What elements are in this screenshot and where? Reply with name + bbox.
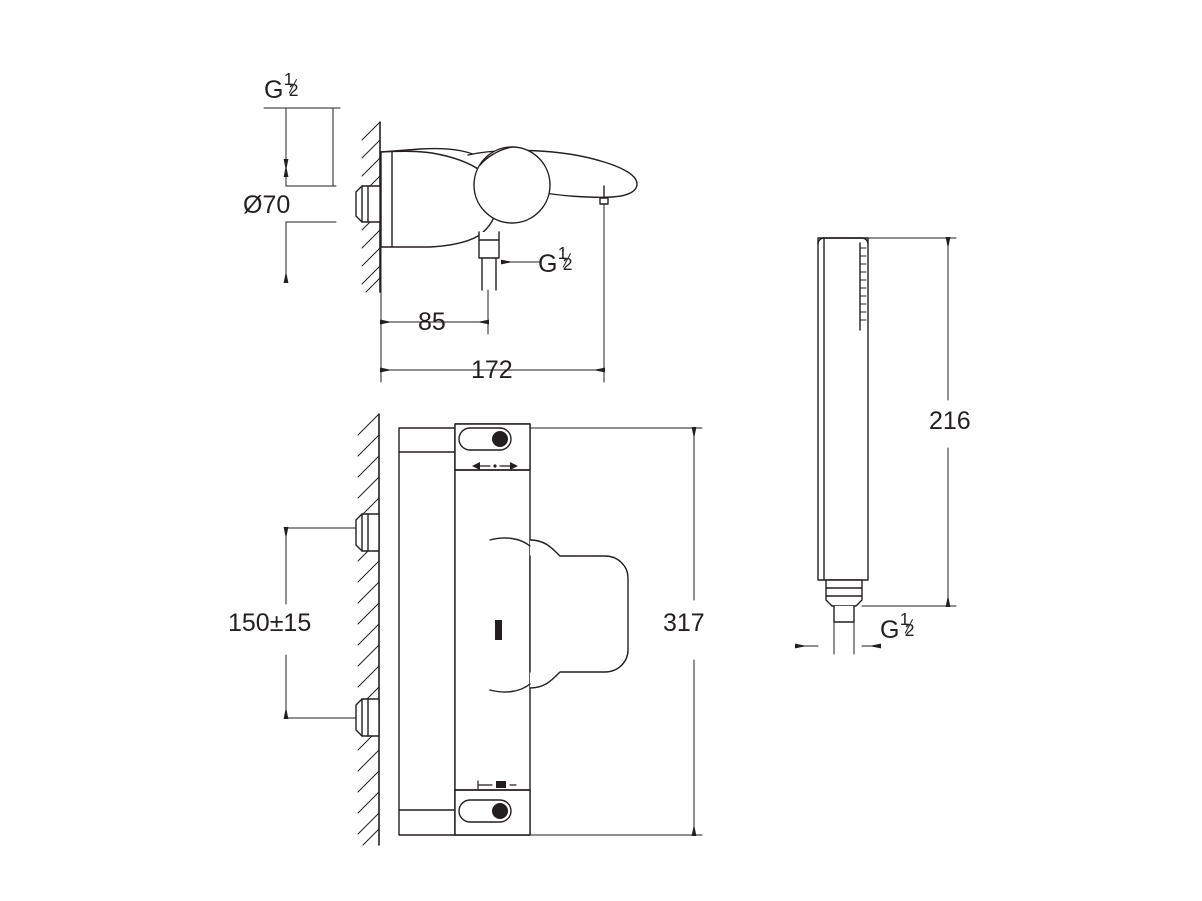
fraction-denominator: 2 bbox=[288, 79, 299, 100]
fraction-denominator: 2 bbox=[562, 253, 573, 274]
thread-g-letter-outlet: G bbox=[538, 249, 558, 278]
front-view-group bbox=[355, 413, 629, 846]
handshower-view-group bbox=[817, 237, 869, 623]
diameter-value: 70 bbox=[262, 191, 291, 219]
thread-g-letter-handshower: G bbox=[880, 615, 900, 644]
diameter-symbol: Ø bbox=[243, 191, 263, 219]
label-mount-spacing-150: 150±15 bbox=[228, 609, 312, 637]
thread-g-letter: G bbox=[264, 75, 284, 104]
label-handshower-216: 216 bbox=[929, 407, 971, 435]
top-view-dimensions bbox=[263, 107, 605, 383]
label-projection-172: 172 bbox=[471, 356, 513, 384]
front-view-dimensions bbox=[283, 427, 703, 836]
fraction-denominator: 2 bbox=[904, 619, 915, 640]
label-projection-85: 85 bbox=[418, 308, 446, 336]
label-height-317: 317 bbox=[663, 609, 705, 637]
handshower-dimensions bbox=[795, 237, 957, 655]
label-diameter-70: Ø70 bbox=[243, 191, 290, 220]
fraction-numerator: 1 bbox=[899, 608, 910, 629]
top-view-group bbox=[355, 121, 638, 293]
fraction-numerator: 1 bbox=[557, 242, 568, 263]
fraction-numerator: 1 bbox=[283, 68, 294, 89]
